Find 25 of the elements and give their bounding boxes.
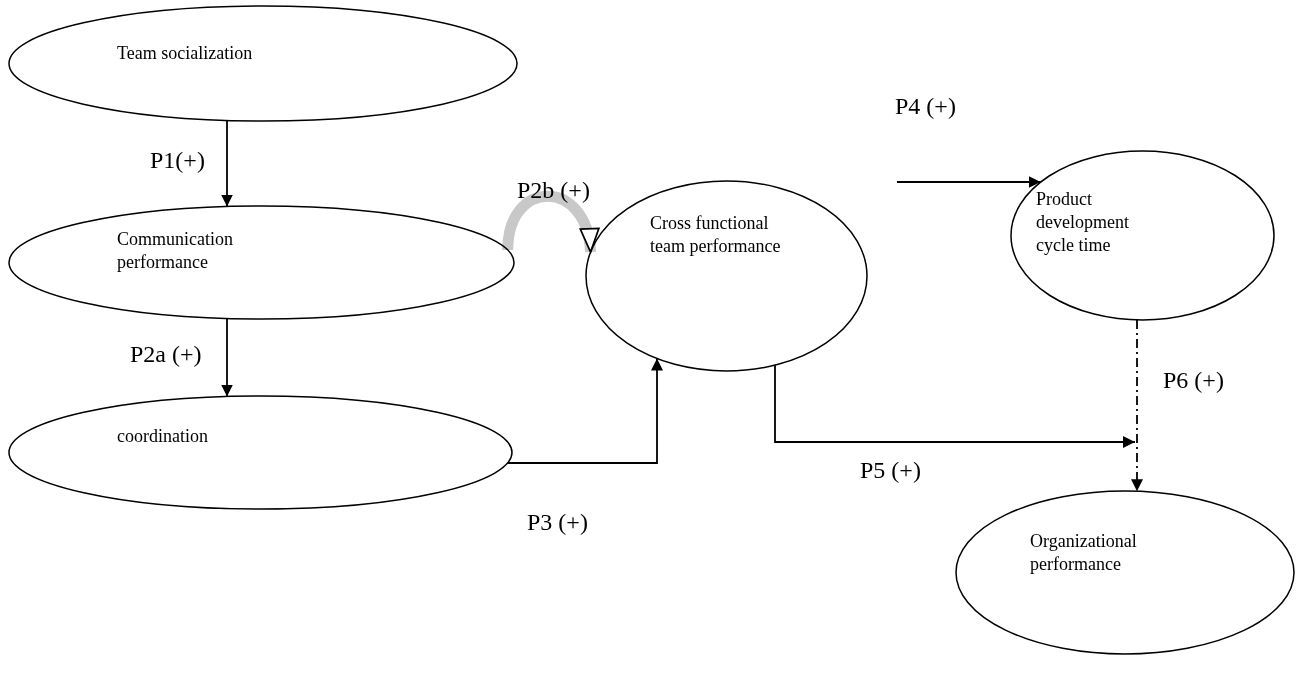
arrow [221, 317, 233, 398]
node-label: coordination [117, 425, 209, 448]
node-label: Organizational performance [1030, 530, 1138, 576]
edge-label: P5 (+) [860, 456, 921, 484]
edge-label: P2a (+) [130, 340, 202, 368]
ellipse-node [8, 395, 513, 510]
ellipse-node [955, 490, 1295, 655]
curved-block-arrow [502, 190, 598, 253]
edge-label: P6 (+) [1163, 366, 1224, 394]
arrow [896, 176, 1042, 188]
dash-dot-arrow [1131, 319, 1143, 493]
node-label: Team socialization [117, 42, 254, 65]
edge-label: P2b (+) [517, 176, 590, 204]
ellipse-node [8, 5, 518, 122]
edge-label: P3 (+) [527, 508, 588, 536]
ellipse-node [1010, 150, 1275, 321]
ellipse-node [8, 205, 515, 320]
edge-label: P1(+) [150, 146, 205, 174]
edge-label: P4 (+) [895, 92, 956, 120]
arrow [506, 357, 663, 464]
node-label: Cross functional team performance [650, 212, 782, 258]
arrow [774, 364, 1136, 448]
node-label: Product development cycle time [1036, 188, 1130, 257]
arrow [221, 119, 233, 208]
node-label: Communication performance [117, 228, 234, 274]
